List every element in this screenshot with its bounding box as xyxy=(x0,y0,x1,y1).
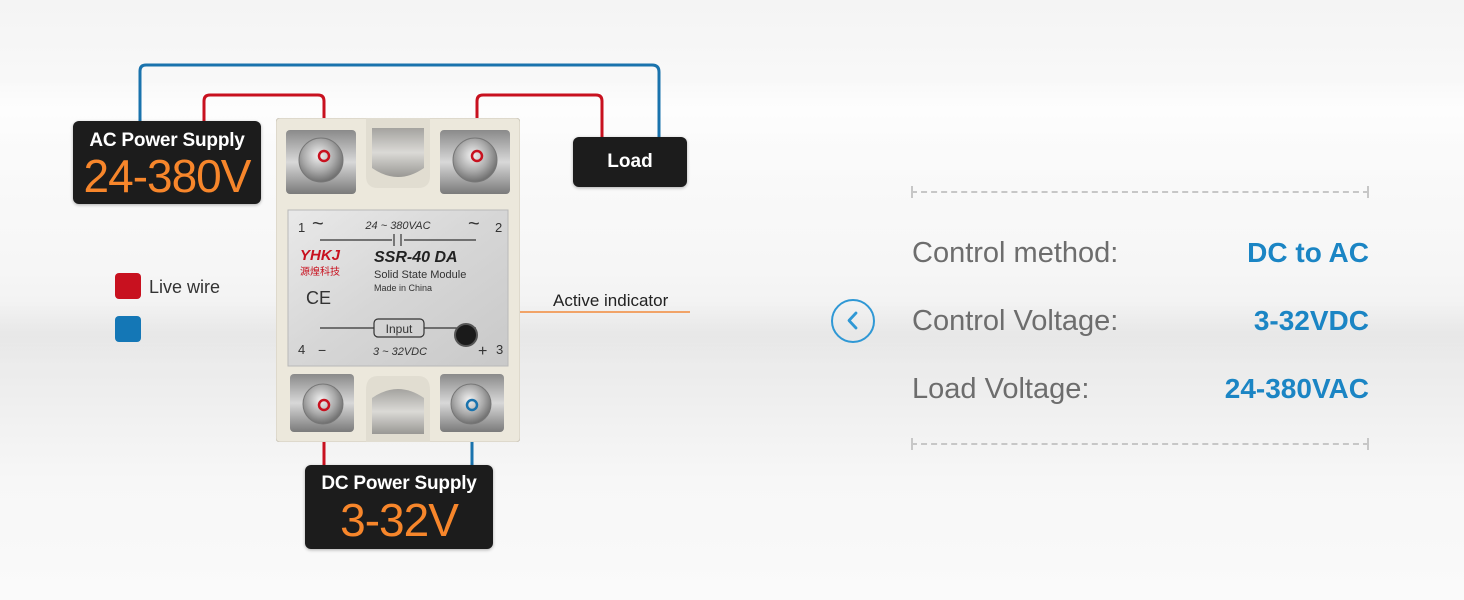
ssr-relay-module: 1 2 ~ ~ 24 ~ 380VAC YHKJ 源煌科技 SSR-40 DA … xyxy=(276,118,520,442)
spec-value-control-method: DC to AC xyxy=(1247,237,1369,268)
spec-label-control-voltage: Control Voltage: xyxy=(912,305,1119,337)
dc-power-supply-value: 3-32V xyxy=(340,494,459,546)
input-label: Input xyxy=(386,322,413,336)
live-wire-ac xyxy=(202,93,326,156)
made-in-label: Made in China xyxy=(374,283,432,293)
dc-power-supply-title: DC Power Supply xyxy=(321,473,477,494)
minus-symbol: − xyxy=(318,342,326,358)
ac-range-label: 24 ~ 380VAC xyxy=(364,220,430,232)
brand-logo-text: YHKJ xyxy=(300,247,341,264)
specs-divider-top xyxy=(911,186,1369,198)
active-indicator-label: Active indicator xyxy=(553,291,669,310)
spec-value-control-voltage: 3-32VDC xyxy=(1253,305,1369,336)
plus-symbol: + xyxy=(478,343,487,360)
terminal-2-label: 2 xyxy=(495,220,502,235)
dc-power-supply-label: DC Power Supply 3-32V xyxy=(305,465,493,549)
ac-power-supply-label: AC Power Supply 24-380V xyxy=(73,121,261,204)
ac-symbol-left: ~ xyxy=(312,213,324,235)
live-wire-swatch xyxy=(115,273,141,299)
specs-divider-bottom xyxy=(911,438,1369,450)
chevron-left-icon xyxy=(847,311,858,330)
live-wire-load xyxy=(475,93,604,156)
ac-symbol-right: ~ xyxy=(468,213,480,235)
terminal-3-label: 3 xyxy=(496,342,503,357)
brand-chinese-text: 源煌科技 xyxy=(300,265,340,278)
ac-power-supply-title: AC Power Supply xyxy=(89,130,245,151)
dc-range-label: 3 ~ 32VDC xyxy=(373,346,427,358)
previous-slide-button[interactable] xyxy=(831,299,875,343)
spec-label-control-method: Control method: xyxy=(912,237,1119,269)
spec-value-load-voltage: 24-380VAC xyxy=(1224,373,1369,404)
background-shade xyxy=(0,300,1464,370)
spec-label-load-voltage: Load Voltage: xyxy=(912,373,1090,405)
load-label: Load xyxy=(573,137,687,187)
live-wire-legend-label: Live wire xyxy=(149,277,221,297)
neutral-wire-swatch xyxy=(115,316,141,342)
terminal-4-label: 4 xyxy=(298,342,305,357)
model-number: SSR-40 DA xyxy=(374,249,458,266)
ac-power-supply-value: 24-380V xyxy=(83,150,252,202)
terminal-1-label: 1 xyxy=(298,220,305,235)
neutral-wire-top xyxy=(138,63,661,137)
module-subtitle: Solid State Module xyxy=(374,269,466,281)
ce-mark: CE xyxy=(306,288,331,308)
